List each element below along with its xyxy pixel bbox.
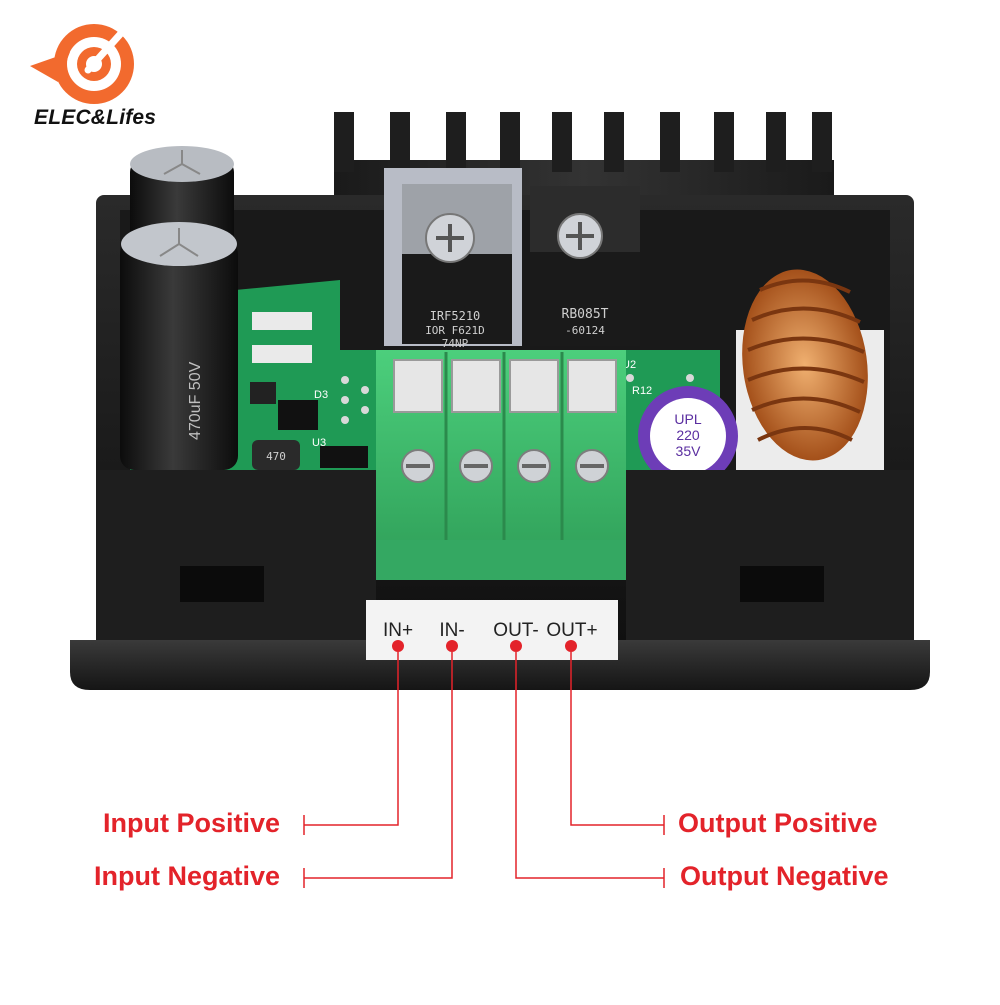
terminal-dot-out-positive — [565, 640, 577, 652]
terminal-label-in-positive: IN+ — [382, 620, 414, 641]
mosfet-marking-2: IOR F621D — [425, 324, 485, 337]
large-cap-marking: 470uF 50V — [187, 361, 204, 440]
front-panel — [70, 470, 930, 690]
brand-name: ELEC&Lifes — [34, 106, 157, 129]
diode-marking-2: -60124 — [565, 324, 605, 337]
terminal-block — [376, 350, 626, 580]
terminal-label-out-negative: OUT- — [493, 620, 539, 641]
callout-output-negative: Output Negative — [680, 861, 889, 891]
brand-logo-icon — [30, 22, 134, 104]
mosfet-marking-1: IRF5210 — [430, 309, 481, 323]
small-cap-line-1: UPL — [674, 411, 701, 427]
small-capacitor — [638, 386, 738, 486]
mosfet-component — [384, 168, 522, 346]
leader-output-negative — [515, 652, 664, 879]
small-cap-line-3: 35V — [676, 443, 702, 459]
terminal-label-in-negative: IN- — [439, 620, 465, 641]
smd-inductor-marking: 470 — [266, 450, 286, 463]
smd-inductor — [252, 440, 300, 470]
terminal-dot-out-negative — [510, 640, 522, 652]
toroid-inductor — [736, 269, 884, 480]
callout-output-positive: Output Positive — [678, 808, 878, 838]
leader-output-positive — [570, 652, 664, 826]
pcb-ref-d3: D3 — [314, 389, 328, 401]
pcb-ref-u3: U3 — [312, 437, 326, 449]
terminal-label-out-positive: OUT+ — [546, 620, 598, 641]
small-cap-line-2: 220 — [676, 427, 700, 443]
terminal-dot-in-positive — [392, 640, 404, 652]
callout-input-negative: Input Negative — [93, 861, 280, 891]
callout-input-positive: Input Positive — [102, 808, 280, 838]
leader-input-positive — [304, 652, 399, 826]
pcb-ref-r12: R12 — [632, 385, 652, 397]
terminal-dot-in-negative — [446, 640, 458, 652]
diode-marking-1: RB085T — [562, 307, 609, 322]
leader-input-negative — [304, 652, 453, 879]
large-capacitor-front — [120, 222, 238, 470]
mosfet-marking-3: 74NP — [442, 337, 469, 350]
diode-component — [530, 186, 640, 346]
leader-lines — [303, 652, 665, 888]
